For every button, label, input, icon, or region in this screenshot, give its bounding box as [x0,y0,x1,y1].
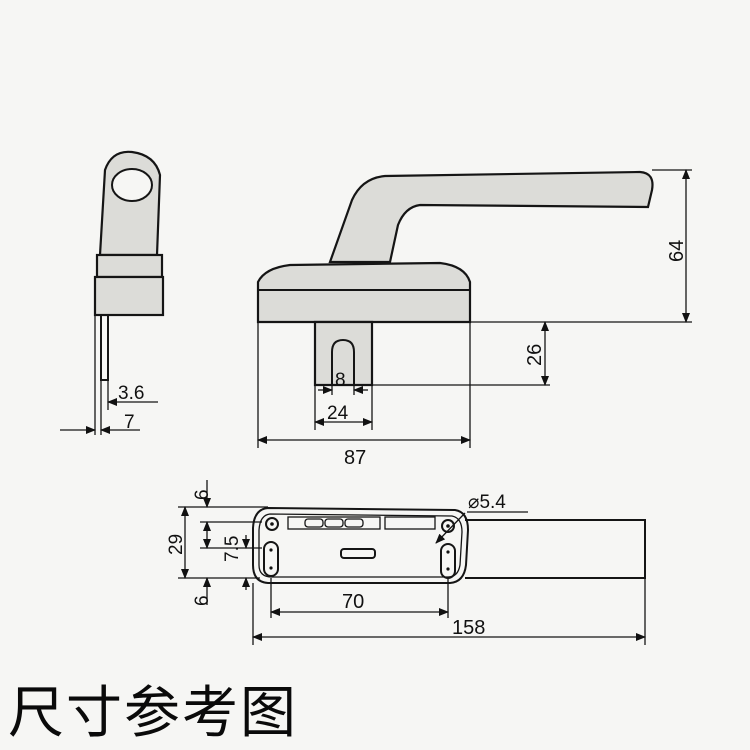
bottom-view [178,480,646,645]
dim-bottom-offset: 6 [192,595,213,606]
drawing-title: 尺寸参考图 [8,681,298,746]
dim-spindle-width: 24 [327,403,349,424]
dim-top-offset: 6 [192,489,213,500]
dim-hole-spacing-v: 7.5 [222,536,243,562]
dim-hole-spacing-h: 70 [342,591,364,613]
dim-total-length: 158 [452,617,485,639]
front-view [256,169,692,448]
dim-base-length: 87 [344,447,366,469]
dim-slot-depth: 26 [524,344,546,366]
dim-slot-width: 8 [335,370,346,391]
dim-height-total: 64 [666,240,688,262]
dim-hole-diameter: ⌀5.4 [468,492,506,513]
dim-side-pin: 3.6 [118,383,144,404]
side-view [60,150,165,435]
dim-plate-height: 29 [166,534,187,555]
dim-side-width: 7 [124,412,135,433]
